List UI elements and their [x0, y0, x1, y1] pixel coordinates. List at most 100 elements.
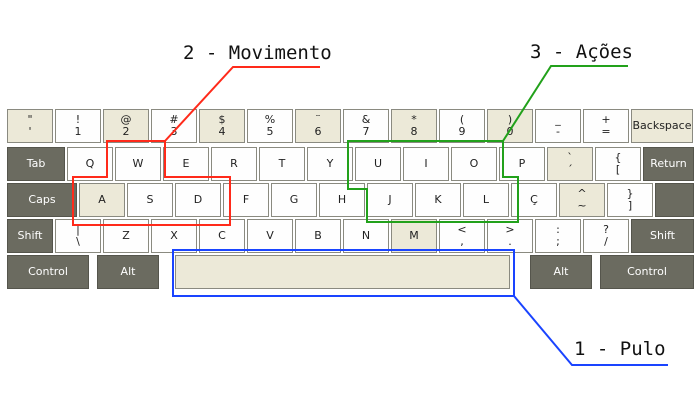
- key-c-r3[interactable]: C: [199, 219, 245, 253]
- key-h-r2[interactable]: H: [319, 183, 365, 217]
- key-p-r1[interactable]: P: [499, 147, 545, 181]
- key-bottom-legend: ': [28, 125, 32, 138]
- key-gt---r3[interactable]: >.: [487, 219, 533, 253]
- key-legend: E: [182, 157, 190, 171]
- key-at-2-r0[interactable]: @2: [103, 109, 149, 143]
- key-space-r4[interactable]: [175, 255, 510, 289]
- key-alt-r4[interactable]: Alt: [97, 255, 159, 289]
- key-o-r1[interactable]: O: [451, 147, 497, 181]
- label-movimento: 2 - Movimento: [183, 42, 332, 64]
- key-caps-r2[interactable]: Caps: [7, 183, 77, 217]
- key-colon---r3[interactable]: :;: [535, 219, 581, 253]
- key-legend: F: [242, 193, 250, 207]
- key-legend: D: [193, 193, 203, 207]
- key-legend: S: [146, 193, 154, 207]
- key-amp-7-r0[interactable]: &7: [343, 109, 389, 143]
- key-legend: Caps: [28, 193, 56, 207]
- key-top-legend: `: [567, 151, 573, 165]
- key-m-r3[interactable]: M: [391, 219, 437, 253]
- key-top-legend: (: [459, 113, 465, 127]
- key-top-legend: ^: [577, 187, 587, 201]
- key-c-cedilla-r2[interactable]: Ç: [511, 183, 557, 217]
- key-dollar-4-r0[interactable]: $4: [199, 109, 245, 143]
- key-rparen-0-r0[interactable]: )0: [487, 109, 533, 143]
- key-l-r2[interactable]: L: [463, 183, 509, 217]
- key-lbrace---r1[interactable]: {[: [595, 147, 641, 181]
- key-excl-1-r0[interactable]: !1: [55, 109, 101, 143]
- key-u-r1[interactable]: U: [355, 147, 401, 181]
- key-j-r2[interactable]: J: [367, 183, 413, 217]
- key-legend: J: [388, 193, 392, 207]
- key-diaeresis-6-r0[interactable]: ¨6: [295, 109, 341, 143]
- key-blank-r2[interactable]: [655, 183, 694, 217]
- key-lt---r3[interactable]: <,: [439, 219, 485, 253]
- key-plus---r0[interactable]: +=: [583, 109, 629, 143]
- key-bottom-legend: 1: [74, 125, 82, 138]
- key-alt-r4[interactable]: Alt: [530, 255, 592, 289]
- key-rbrace---r2[interactable]: }]: [607, 183, 653, 217]
- key-quote---r0[interactable]: "': [7, 109, 53, 143]
- key-legend: A: [98, 193, 106, 207]
- key-f-r2[interactable]: F: [223, 183, 269, 217]
- key-legend: Backspace: [632, 119, 692, 133]
- key-v-r3[interactable]: V: [247, 219, 293, 253]
- key-lparen-9-r0[interactable]: (9: [439, 109, 485, 143]
- key-control-r4[interactable]: Control: [7, 255, 89, 289]
- key-i-r1[interactable]: I: [403, 147, 449, 181]
- key-legend: M: [409, 229, 419, 243]
- key-backspace-r0[interactable]: Backspace: [631, 109, 693, 143]
- key-r-r1[interactable]: R: [211, 147, 257, 181]
- key-bottom-legend: /: [604, 235, 608, 248]
- key-percent-5-r0[interactable]: %5: [247, 109, 293, 143]
- key-legend: N: [361, 229, 371, 243]
- key-legend: X: [170, 229, 178, 243]
- key-top-legend: |: [76, 223, 80, 237]
- key-a-r2[interactable]: A: [79, 183, 125, 217]
- key-bottom-legend: 8: [410, 125, 418, 138]
- key-shift-r3[interactable]: Shift: [631, 219, 694, 253]
- key-n-r3[interactable]: N: [343, 219, 389, 253]
- key-z-r3[interactable]: Z: [103, 219, 149, 253]
- key-legend: U: [373, 157, 383, 171]
- key-legend: O: [469, 157, 479, 171]
- key-b-r3[interactable]: B: [295, 219, 341, 253]
- key-x-r3[interactable]: X: [151, 219, 197, 253]
- key-question---r3[interactable]: ?/: [583, 219, 629, 253]
- key-star-8-r0[interactable]: *8: [391, 109, 437, 143]
- key-e-r1[interactable]: E: [163, 147, 209, 181]
- key-legend: Tab: [26, 157, 46, 171]
- key-k-r2[interactable]: K: [415, 183, 461, 217]
- key-t-r1[interactable]: T: [259, 147, 305, 181]
- key-bottom-legend: 5: [266, 125, 274, 138]
- key-legend: C: [218, 229, 226, 243]
- key-q-r1[interactable]: Q: [67, 147, 113, 181]
- key-top-legend: :: [556, 223, 560, 237]
- key-tab-r1[interactable]: Tab: [7, 147, 65, 181]
- key-legend: Q: [85, 157, 95, 171]
- key-legend: K: [434, 193, 442, 207]
- key-underscore---r0[interactable]: _-: [535, 109, 581, 143]
- key-s-r2[interactable]: S: [127, 183, 173, 217]
- label-acoes: 3 - Ações: [530, 41, 633, 63]
- key-shift-r3[interactable]: Shift: [7, 219, 53, 253]
- key-grave---r1[interactable]: `´: [547, 147, 593, 181]
- key-d-r2[interactable]: D: [175, 183, 221, 217]
- key-return-r1[interactable]: Return: [643, 147, 694, 181]
- key-w-r1[interactable]: W: [115, 147, 161, 181]
- key-caret---r2[interactable]: ^~: [559, 183, 605, 217]
- key-bottom-legend: 0: [506, 125, 514, 138]
- key-bottom-legend: [: [615, 163, 621, 176]
- key-legend: B: [314, 229, 322, 243]
- key-hash-3-r0[interactable]: #3: [151, 109, 197, 143]
- key-bottom-legend: -: [556, 125, 560, 138]
- key-top-legend: ?: [603, 223, 609, 237]
- key-legend: Ç: [530, 193, 538, 207]
- key-control-r4[interactable]: Control: [600, 255, 694, 289]
- key-y-r1[interactable]: Y: [307, 147, 353, 181]
- key-top-legend: &: [361, 113, 371, 127]
- key-bottom-legend: 9: [458, 125, 466, 138]
- key-g-r2[interactable]: G: [271, 183, 317, 217]
- key-pipe---r3[interactable]: |\: [55, 219, 101, 253]
- key-legend: Alt: [120, 265, 136, 279]
- key-legend: P: [518, 157, 526, 171]
